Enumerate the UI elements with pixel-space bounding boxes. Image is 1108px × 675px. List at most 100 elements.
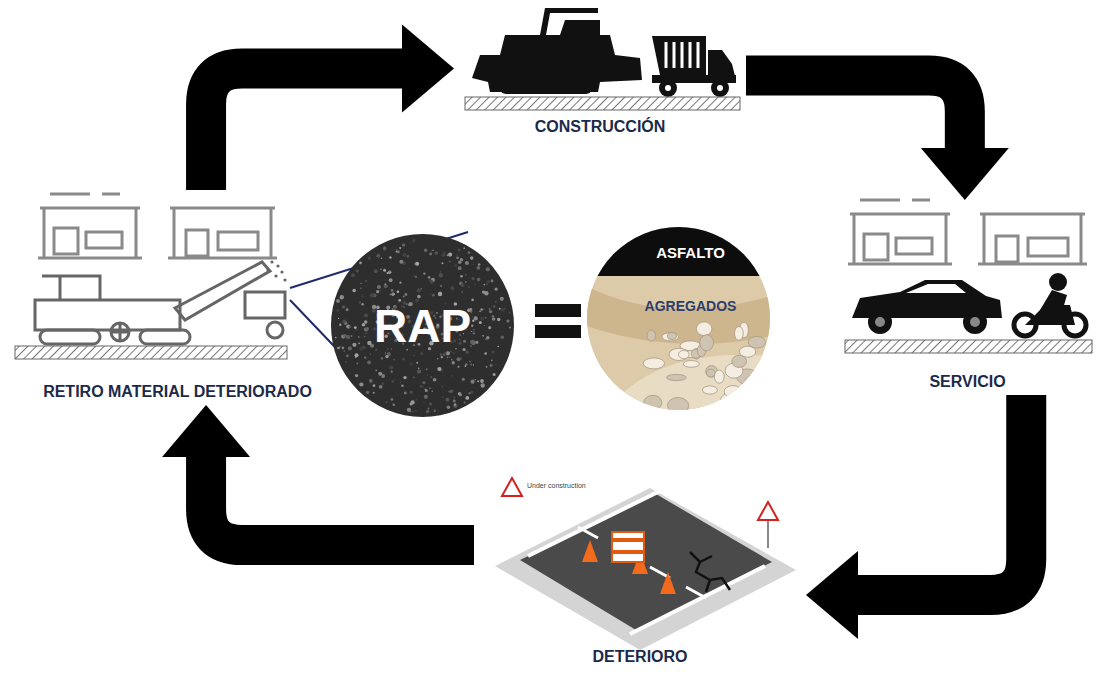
- graphic-part: [751, 401, 762, 409]
- graphic-part: [35, 262, 285, 344]
- rap-speck: [438, 292, 442, 296]
- rap-speck: [453, 404, 457, 408]
- rap-speck: [509, 312, 510, 313]
- rap-speck: [472, 316, 473, 317]
- rap-speck: [380, 290, 382, 292]
- graphic-part: [586, 286, 771, 344]
- rap-speck: [356, 363, 358, 365]
- rap-speck: [410, 403, 413, 406]
- graphic-part: [706, 369, 715, 377]
- graphic-part: [500, 82, 592, 94]
- rap-speck: [417, 369, 421, 373]
- rap-speck: [367, 361, 371, 365]
- graphic-part: [732, 355, 747, 367]
- rap-speck: [393, 359, 395, 361]
- rap-circle: RAP: [330, 233, 515, 418]
- rap-speck: [435, 251, 439, 255]
- graphic-part: [582, 540, 598, 562]
- cycle-arrow: [206, 25, 454, 190]
- rap-speck: [486, 336, 489, 339]
- graphic-part: [745, 375, 758, 389]
- rap-speck: [339, 324, 341, 326]
- rap-speck: [400, 382, 401, 383]
- graphic-part: [660, 572, 676, 594]
- rap-speck: [509, 327, 511, 329]
- rap-speck: [433, 378, 437, 382]
- cycle-arrow: [746, 76, 1009, 200]
- rap-speck: [453, 352, 455, 354]
- rap-speck: [416, 399, 418, 401]
- rap-speck: [475, 379, 476, 380]
- rap-speck: [477, 380, 479, 382]
- rap-speck: [346, 355, 349, 358]
- rap-speck: [399, 282, 401, 284]
- rap-speck: [339, 346, 340, 347]
- rap-speck: [385, 283, 387, 285]
- graphic-part: [274, 274, 277, 277]
- rap-speck: [470, 363, 472, 365]
- rap-speck: [443, 251, 446, 254]
- traffic-icon: [845, 200, 1092, 353]
- rap-speck: [366, 391, 369, 394]
- rap-speck: [471, 299, 474, 302]
- rap-speck: [424, 249, 427, 252]
- rap-speck: [373, 384, 376, 387]
- rap-speck: [346, 325, 350, 329]
- rap-speck: [337, 309, 339, 311]
- rap-speck: [336, 299, 340, 303]
- graphic-part: [720, 394, 731, 408]
- rap-speck: [463, 247, 465, 249]
- rap-speck: [377, 254, 381, 258]
- rap-speck: [354, 326, 357, 329]
- rap-speck: [457, 357, 461, 361]
- rap-speck: [349, 325, 352, 328]
- graphic-part: [667, 333, 676, 340]
- arrow-body: [206, 69, 402, 190]
- graphic-part: [42, 276, 100, 300]
- graphic-part: [845, 340, 1092, 353]
- rap-speck: [342, 347, 345, 350]
- rap-speck: [491, 360, 493, 362]
- graphic-part: [652, 36, 706, 75]
- rap-speck: [384, 284, 388, 288]
- graphic-part: [702, 386, 717, 394]
- rap-speck: [399, 247, 401, 249]
- rap-speck: [473, 329, 474, 330]
- rap-speck: [442, 262, 444, 264]
- rap-speck: [491, 280, 494, 283]
- rap-speck: [393, 293, 395, 295]
- rap-speck: [345, 361, 347, 363]
- rap-speck: [460, 382, 461, 383]
- rap-speck: [344, 321, 346, 323]
- rap-title: RAP: [374, 299, 471, 353]
- rap-speck: [486, 283, 488, 285]
- rap-speck: [396, 249, 398, 251]
- rap-speck: [389, 256, 391, 258]
- component-name: ASFALTO: [586, 244, 795, 261]
- rap-speck: [384, 353, 387, 356]
- rap-speck: [471, 277, 475, 281]
- rap-speck: [465, 261, 469, 265]
- graphic-part: [668, 398, 689, 412]
- rap-speck: [358, 336, 360, 338]
- rap-speck: [479, 311, 481, 313]
- rap-speck: [480, 379, 484, 383]
- rap-speck: [405, 293, 408, 296]
- arrow-body: [746, 76, 965, 148]
- rap-speck: [429, 253, 432, 256]
- rap-speck: [448, 253, 452, 257]
- stage-title: SERVICIO: [834, 373, 1101, 391]
- stage-title: DETERIORO: [474, 648, 806, 666]
- graphic-part: [38, 194, 277, 258]
- rap-speck: [447, 405, 451, 409]
- rap-speck: [391, 380, 394, 383]
- rap-speck: [447, 357, 449, 359]
- rap-speck: [487, 280, 490, 283]
- paver-truck-icon: [465, 8, 740, 110]
- rap-speck: [407, 255, 409, 257]
- rap-speck: [413, 355, 415, 357]
- rap-speck: [429, 280, 431, 282]
- rap-speck: [402, 358, 405, 361]
- rap-speck: [417, 295, 421, 299]
- rap-speck: [403, 295, 405, 297]
